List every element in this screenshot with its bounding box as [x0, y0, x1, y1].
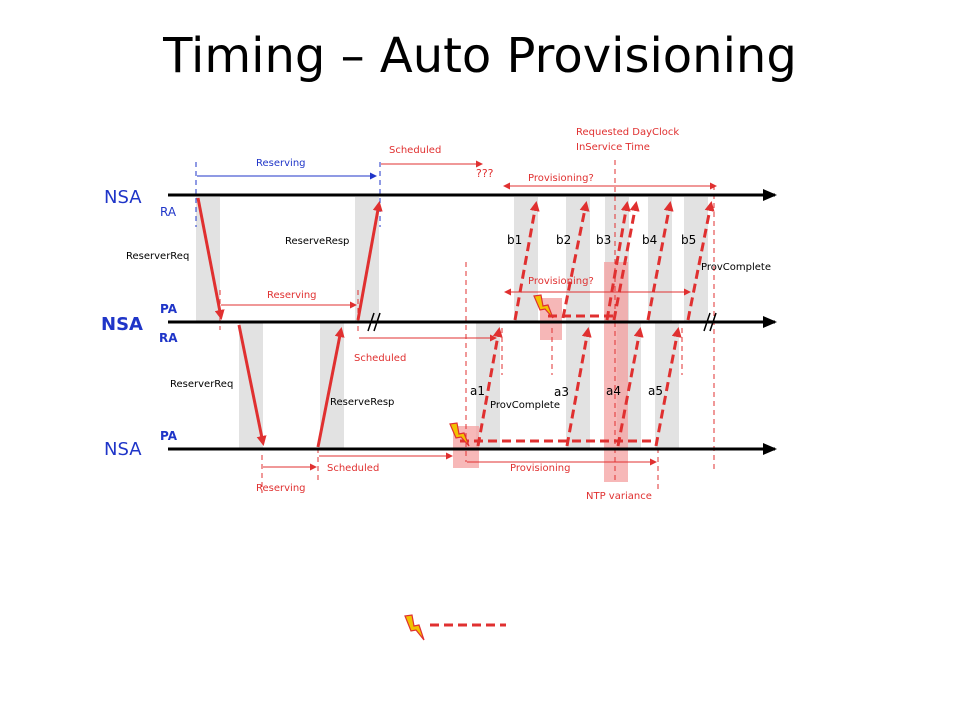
a-labels: a1 a3 a4 a5	[470, 384, 663, 399]
band-reserveresp-2	[320, 323, 344, 449]
unknown-label: ???	[476, 167, 494, 180]
row-top-role: RA	[160, 205, 177, 219]
reserveresp-label-1: ReserveResp	[285, 236, 349, 247]
row-top-name: NSA	[104, 187, 142, 208]
reserveresp-label-2: ReserveResp	[330, 397, 394, 408]
a3-arrow	[565, 327, 592, 447]
a1-arrow	[476, 327, 503, 447]
reserverreq-arrow-1	[196, 197, 225, 320]
reserverreq-label-1: ReserverReq	[126, 251, 189, 262]
reserverreq-arrow-2	[237, 324, 267, 446]
b2-label: b2	[556, 233, 571, 247]
axis-break-left	[367, 312, 375, 332]
band-reserverreq-1	[196, 197, 220, 323]
b3-label: b3	[596, 233, 611, 247]
a4-arrow	[616, 327, 644, 447]
reserverreq-label-2: ReserverReq	[170, 379, 233, 390]
a5-arrow	[654, 327, 682, 447]
scheduled-top-label: Scheduled	[389, 145, 441, 156]
message-labels: Reserving Scheduled ??? Requested DayClo…	[126, 127, 771, 502]
legend	[404, 614, 506, 641]
axis-breaks	[367, 312, 717, 332]
band-b2	[566, 197, 590, 323]
b3-arrow	[605, 201, 631, 321]
row-middle-role-lower: RA	[159, 331, 178, 345]
pink-band-ntp	[604, 262, 628, 482]
b3b-arrow	[612, 201, 640, 321]
lightning-icon	[533, 294, 554, 319]
requested-time-label-1: Requested DayClock	[576, 127, 679, 138]
row-labels: NSA RA NSA PA RA NSA PA	[101, 187, 178, 460]
slide-title: Timing – Auto Provisioning	[163, 28, 797, 84]
provisioning-bottom-label: Provisioning	[510, 463, 570, 474]
provisioning-mid-label: Provisioning?	[528, 276, 594, 287]
reserving-bottom-label: Reserving	[256, 483, 306, 494]
b5-arrow	[686, 201, 715, 321]
axis-break-right	[709, 312, 717, 332]
message-arrows	[196, 197, 383, 448]
lightning-icon	[404, 614, 425, 641]
b1-label: b1	[507, 233, 522, 247]
row-middle-name: NSA	[101, 314, 143, 335]
prov-dashed-arrows	[460, 201, 715, 447]
b4-arrow	[646, 201, 674, 321]
reserveresp-arrow-1	[356, 201, 383, 321]
axis-break-right	[703, 312, 711, 332]
a5-label: a5	[648, 384, 663, 398]
axis-break-left	[373, 312, 381, 332]
reserving-top-label: Reserving	[256, 158, 306, 169]
guide-lines	[195, 160, 715, 493]
ntp-variance-label: NTP variance	[586, 491, 652, 502]
row-middle-role-upper: PA	[160, 302, 178, 316]
band-b5	[684, 197, 708, 323]
b2-arrow	[561, 201, 590, 319]
lightning-icon	[449, 422, 470, 447]
provisioning-top-label: Provisioning?	[528, 173, 594, 184]
requested-time-label-2: InService Time	[576, 142, 650, 153]
b-labels: b1 b2 b3 b4 b5	[507, 233, 696, 247]
interval-arrows	[197, 160, 717, 471]
time-axes	[168, 189, 777, 455]
b1-arrow	[513, 201, 540, 321]
b4-label: b4	[642, 233, 657, 247]
a3-label: a3	[554, 385, 569, 399]
a4-label: a4	[606, 384, 621, 398]
provcomplete-mid-label: ProvComplete	[490, 400, 560, 411]
reserving-mid-label: Reserving	[267, 290, 317, 301]
row-bottom-role: PA	[160, 429, 178, 443]
scheduled-mid-label: Scheduled	[354, 353, 406, 364]
row-bottom-name: NSA	[104, 439, 142, 460]
b5-label: b5	[681, 233, 696, 247]
scheduled-bottom-label: Scheduled	[327, 463, 379, 474]
a1-label: a1	[470, 384, 485, 398]
reserveresp-arrow-2	[316, 327, 345, 448]
provcomplete-top-label: ProvComplete	[701, 262, 771, 273]
